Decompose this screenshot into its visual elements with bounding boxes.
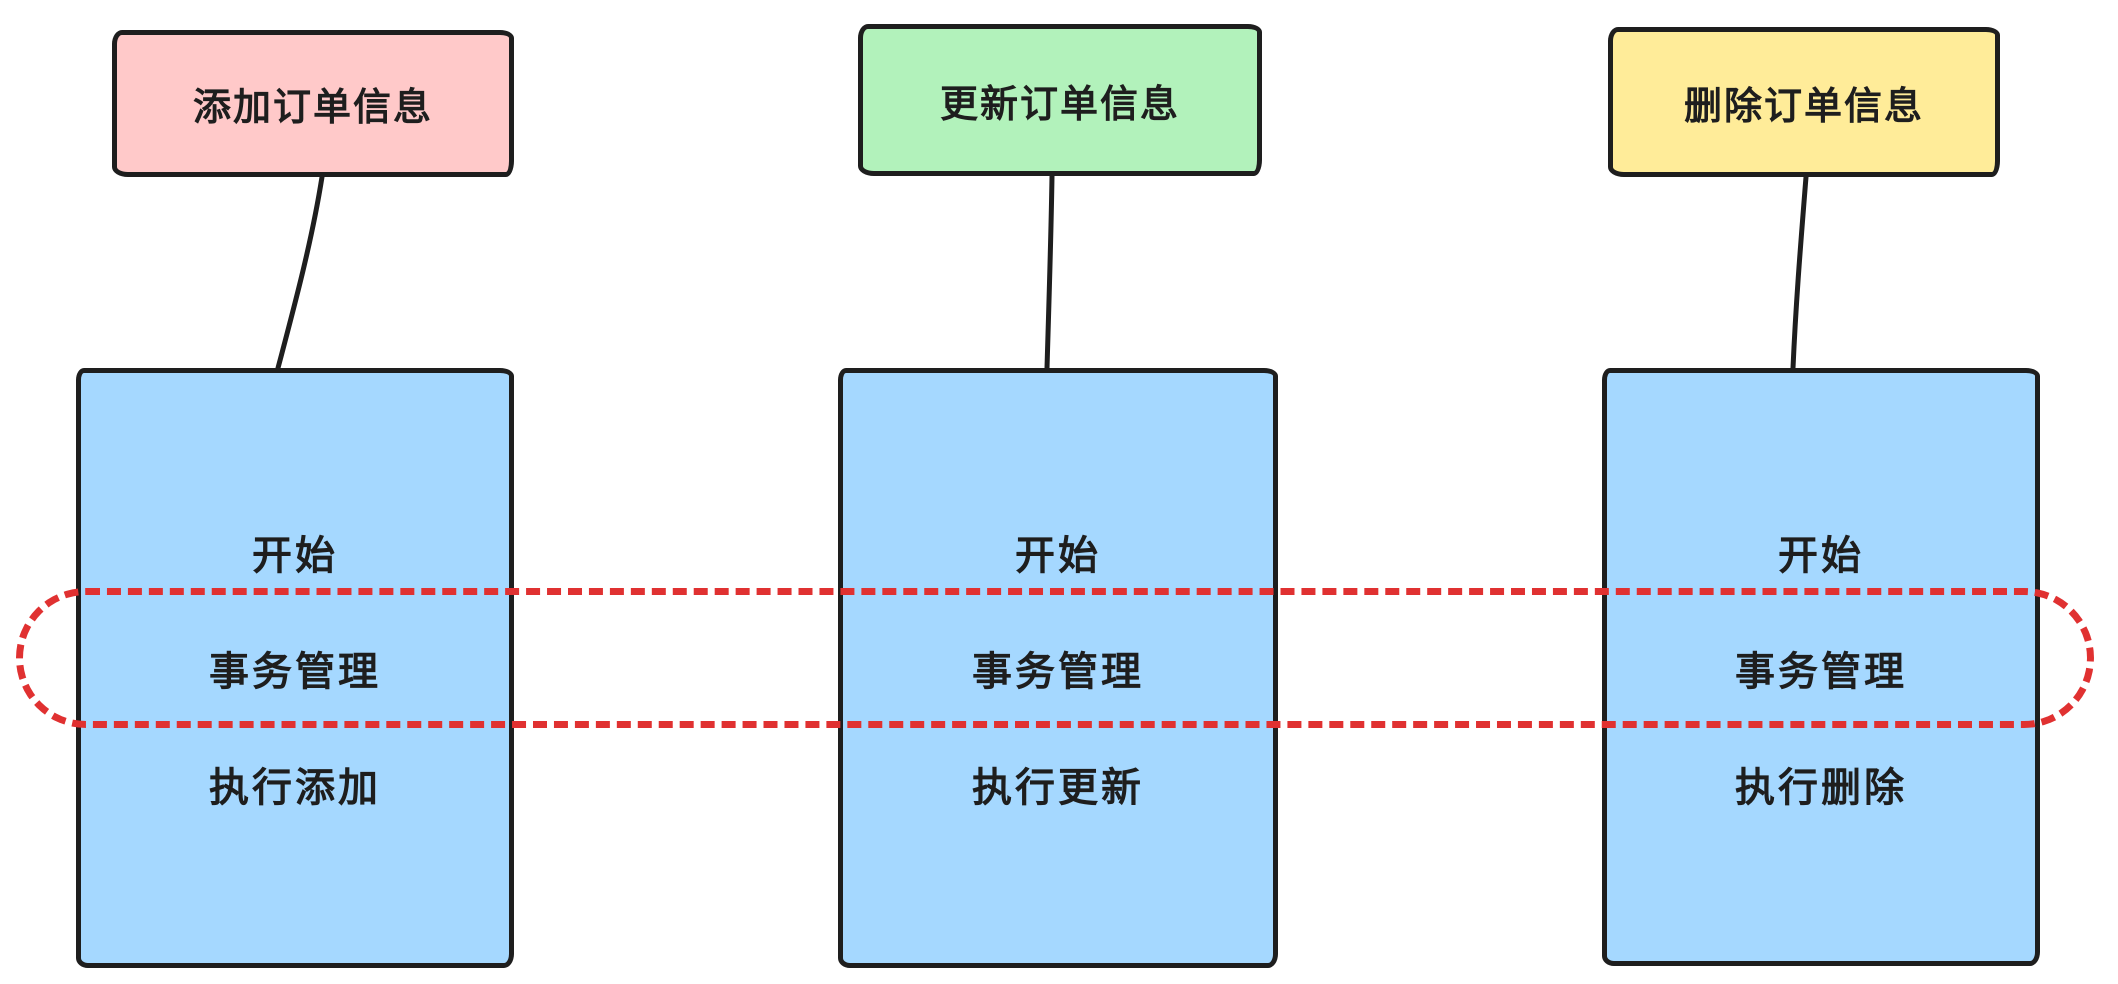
header-box-delete-order: 删除订单信息 (1608, 27, 2000, 177)
connector-line-add (275, 174, 325, 371)
flow-step-execute-update: 执行更新 (972, 765, 1144, 811)
flow-step-execute-add: 执行添加 (209, 765, 381, 811)
flow-step-start: 开始 (1015, 533, 1101, 579)
header-box-add-order: 添加订单信息 (112, 30, 514, 177)
header-label-add-order: 添加订单信息 (192, 85, 433, 129)
flow-step-execute-delete: 执行删除 (1735, 765, 1907, 811)
flow-box-delete: 开始 事务管理 执行删除 (1602, 368, 2040, 966)
flow-step-transaction: 事务管理 (1735, 649, 1907, 695)
connector-line-delete (1790, 174, 1809, 371)
flow-step-transaction: 事务管理 (972, 649, 1144, 695)
flow-box-add: 开始 事务管理 执行添加 (76, 368, 514, 968)
flow-step-start: 开始 (252, 533, 338, 579)
flow-step-transaction: 事务管理 (209, 649, 381, 695)
header-label-update-order: 更新订单信息 (939, 81, 1180, 126)
header-box-update-order: 更新订单信息 (858, 24, 1262, 176)
flow-step-start: 开始 (1778, 533, 1864, 579)
header-label-delete-order: 删除订单信息 (1683, 83, 1924, 128)
connector-line-update (1044, 173, 1055, 371)
flow-box-update: 开始 事务管理 执行更新 (838, 368, 1278, 968)
